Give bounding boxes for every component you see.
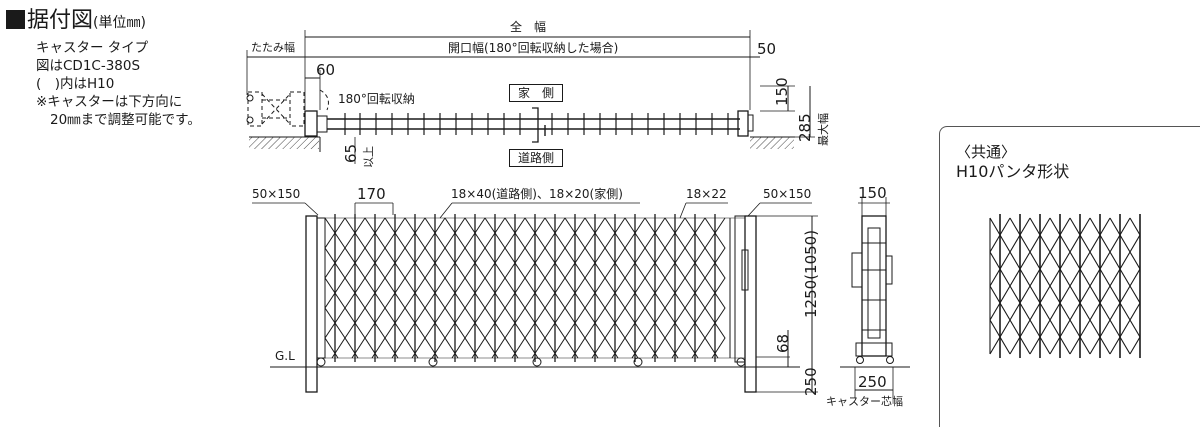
dim-post-left: 50×150 — [252, 187, 301, 201]
h10-pantograph-panel — [939, 126, 1200, 427]
elevation-view — [252, 202, 818, 393]
label-road-side: 道路側 — [509, 149, 564, 167]
note-h10: ( )内はH10 — [36, 76, 115, 92]
dim-opening-width: 開口幅(180°回転収納した場合) — [448, 41, 619, 55]
dim-folded-width: たたみ幅 — [251, 41, 295, 54]
title-unit: (単位㎜) — [93, 15, 146, 31]
dim-side-250: 250 — [858, 373, 887, 391]
dim-170: 170 — [357, 185, 386, 203]
title-main: 据付図 — [27, 8, 94, 33]
dim-18x22: 18×22 — [686, 187, 727, 201]
side-view — [840, 197, 910, 398]
dim-side-150: 150 — [858, 184, 887, 202]
plan-view — [246, 30, 815, 164]
note-caster-adjust-2: 20㎜まで調整可能です。 — [50, 112, 201, 128]
note-caster-adjust: ※キャスターは下方向に — [36, 94, 183, 110]
dim-overall-width: 全 幅 — [510, 20, 547, 34]
title-square-icon — [6, 10, 25, 29]
note-model: 図はCD1C-380S — [36, 58, 141, 74]
h10-pantograph-pattern — [989, 214, 1141, 358]
label-caster-center-width: キャスター芯幅 — [826, 395, 903, 408]
section-title: 据付図(単位㎜) — [6, 8, 146, 36]
panel-common-label: 〈共通〉 — [956, 143, 1017, 161]
label-house-side: 家 側 — [509, 84, 564, 102]
note-caster-type: キャスター タイプ — [36, 40, 149, 56]
label-rotate-storage: 180°回転収納 — [338, 92, 415, 106]
dim-50-right: 50 — [757, 40, 777, 58]
label-ground-line: G.L — [275, 349, 295, 363]
dim-lattice-members: 18×40(道路側)、18×20(家側) — [451, 187, 623, 201]
dim-60: 60 — [316, 61, 336, 79]
panel-h10-shape-label: H10パンタ形状 — [956, 162, 1070, 181]
dim-post-right: 50×150 — [763, 187, 812, 201]
